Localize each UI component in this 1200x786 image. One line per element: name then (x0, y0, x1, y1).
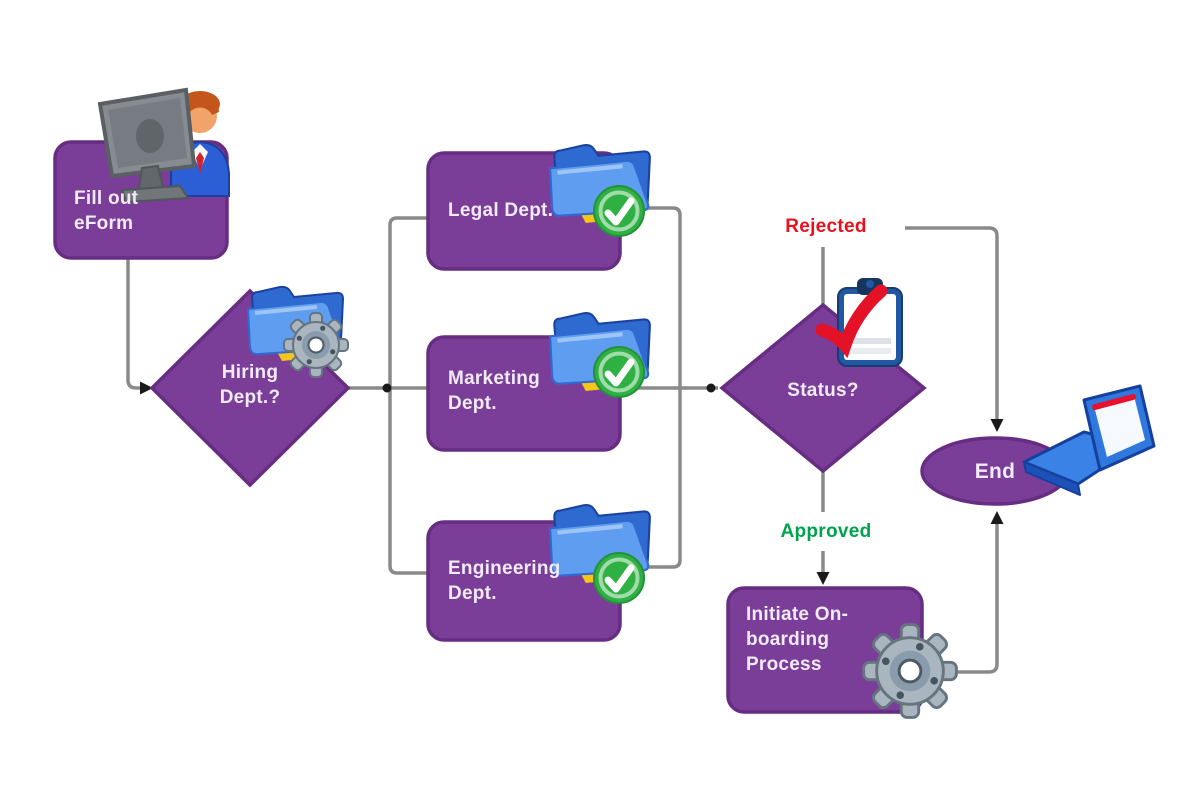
junction-dot-split (382, 383, 392, 393)
node-marketing-label: Marketing Dept. (448, 368, 540, 415)
edge-label-rejected: Rejected (770, 216, 882, 238)
connector-branch-split (388, 216, 428, 575)
node-hiring-label: Hiring Dept.? (219, 362, 281, 409)
arrowhead-into-end-top (990, 419, 1004, 432)
node-onboarding-label: Initiate On-boarding Process (746, 604, 849, 676)
arrowhead-into-hiring (140, 381, 153, 395)
junction-dot-merge (706, 383, 716, 393)
node-eform-label: Fill out eForm (74, 188, 139, 235)
node-end-label: End (974, 460, 1016, 483)
connector-lines (126, 206, 999, 674)
clipboard-check-icon (815, 278, 903, 367)
laptop-icon (1022, 384, 1156, 496)
node-legal-label: Legal Dept. (448, 200, 554, 221)
arrowhead-into-end-bottom (990, 511, 1004, 524)
connector-onboarding-end (950, 520, 999, 674)
node-status-label: Status? (787, 380, 859, 401)
arrowhead-into-onboarding (816, 572, 830, 585)
connector-rejected-end (905, 226, 999, 424)
edge-label-approved: Approved (770, 521, 882, 543)
red-check-mark (815, 284, 888, 359)
person-computer-icon (97, 87, 230, 204)
node-engineering-label: Engineering Dept. (448, 558, 561, 605)
connector-eform-hiring (126, 258, 141, 390)
connector-arrowheads (140, 381, 1004, 585)
